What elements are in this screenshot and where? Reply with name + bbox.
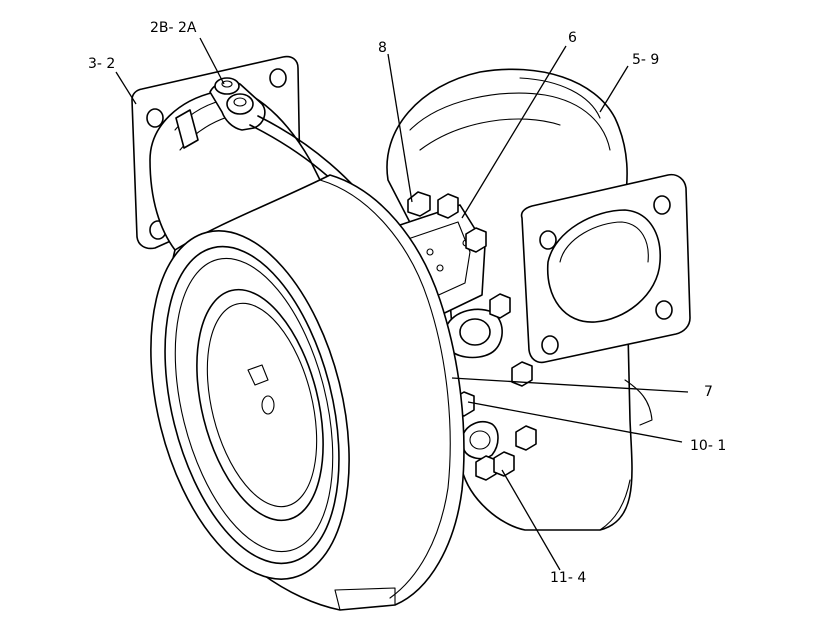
callout-3-2: 3- 2 [88,56,115,72]
callout-2b-2a: 2B- 2A [150,20,197,36]
leader-3-2 [115,71,137,105]
bolts [407,191,537,481]
callout-8: 8 [378,40,387,56]
compressor-face [150,230,350,580]
callout-5-9: 5- 9 [632,52,659,68]
leader-8 [387,53,413,203]
leader-lines [115,37,689,571]
leader-7 [451,377,689,393]
callout-6: 6 [568,30,577,46]
turbine-outlet-flange [520,173,691,364]
callout-10-1: 10- 1 [690,438,726,454]
leader-11-4 [501,469,561,571]
leader-5-9 [599,65,629,113]
leader-6 [461,45,567,219]
callout-11-4: 11- 4 [550,570,586,586]
leader-2b2a [199,37,225,85]
callout-7: 7 [704,384,713,400]
callout-labels: 2B- 2A 3- 2 8 6 5- 9 7 10- 1 11- 4 [88,20,726,586]
leader-10-1 [467,401,683,443]
